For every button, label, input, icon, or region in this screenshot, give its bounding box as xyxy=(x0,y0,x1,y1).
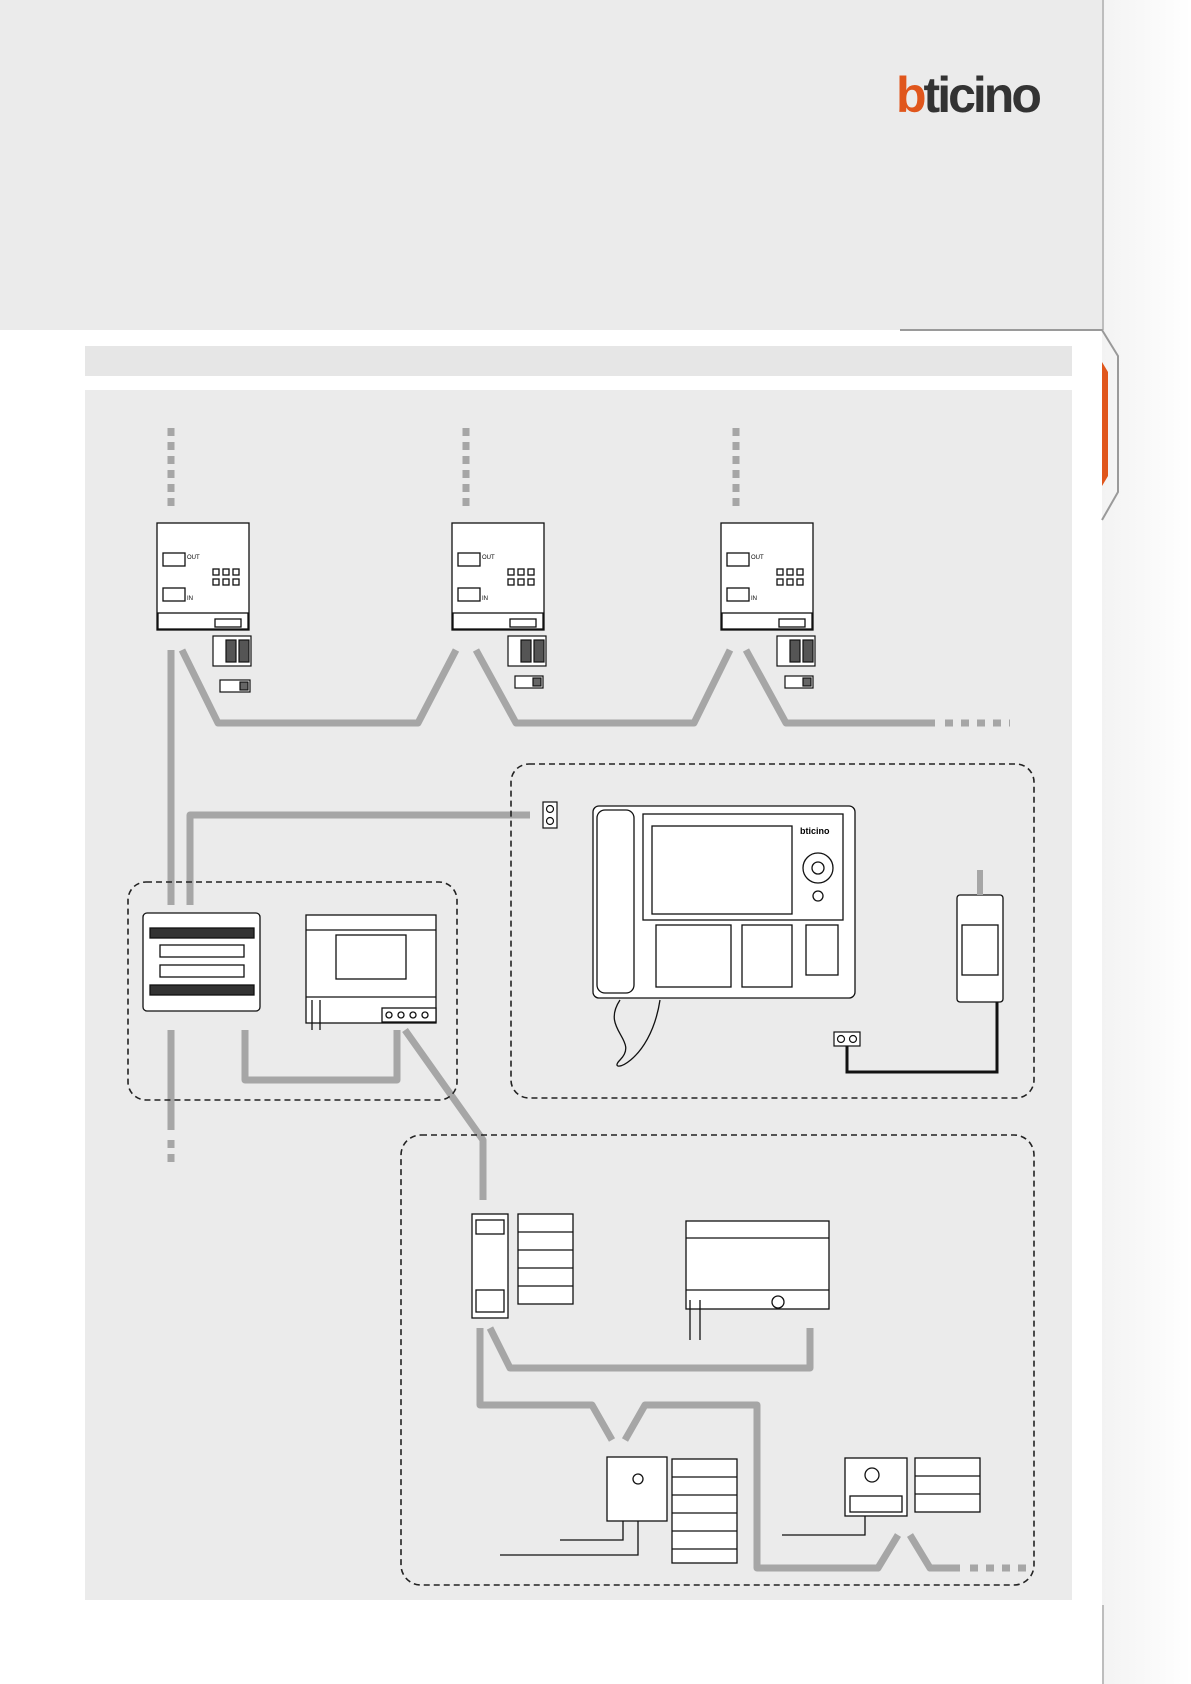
entrance-module xyxy=(500,1457,737,1563)
door-entry-module xyxy=(472,1214,573,1318)
interface-1-in-label: IN xyxy=(187,596,193,602)
indoor-handset xyxy=(593,806,855,1066)
interface-1-out-label: OUT xyxy=(187,555,200,561)
interface-2 xyxy=(452,523,544,630)
handset-brand-label: bticino xyxy=(800,826,830,836)
distributor xyxy=(143,913,260,1011)
power-supply-2 xyxy=(686,1221,829,1340)
interface-3 xyxy=(721,523,813,630)
interface-3-in-label: IN xyxy=(751,596,757,602)
relay-module xyxy=(782,1458,980,1535)
interface-2-out-label: OUT xyxy=(482,555,495,561)
power-supply-1 xyxy=(306,915,436,1030)
lock-power-supply xyxy=(957,870,1003,1002)
interface-2-in-label: IN xyxy=(482,596,488,602)
interface-1 xyxy=(157,523,249,630)
interface-3-out-label: OUT xyxy=(751,555,764,561)
handset-lock-wire xyxy=(847,1002,997,1072)
page-tab xyxy=(900,330,1118,520)
